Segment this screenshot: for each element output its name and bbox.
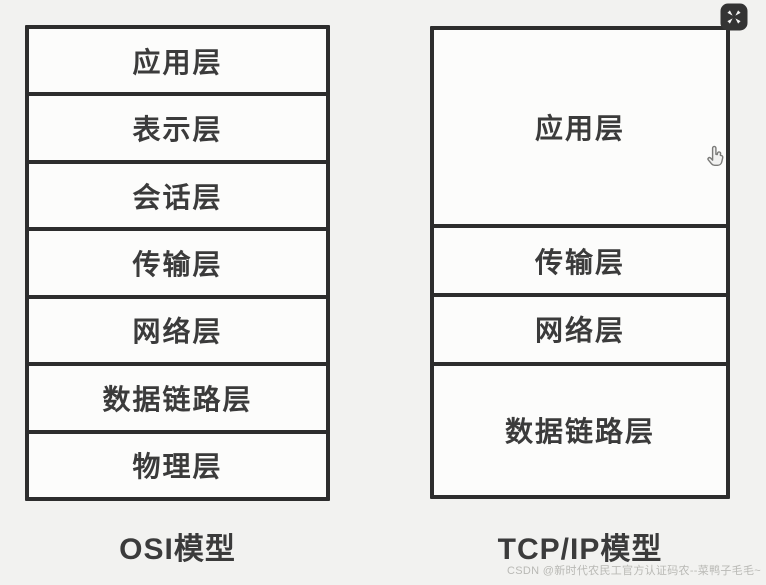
tcpip-layer-datalink: 数据链路层 — [434, 365, 726, 495]
osi-layer-presentation: 表示层 — [29, 96, 326, 164]
collapse-close-icon — [720, 3, 748, 34]
tcpip-layer-network: 网络层 — [434, 296, 726, 366]
osi-model-stack: 应用层 表示层 会话层 传输层 网络层 数据链路层 物理层 — [25, 25, 330, 501]
tcpip-model-caption: TCP/IP模型 — [497, 533, 663, 566]
collapse-close-button[interactable] — [720, 3, 748, 31]
osi-layer-transport: 传输层 — [29, 231, 326, 299]
osi-layer-application: 应用层 — [29, 29, 326, 97]
osi-layer-session: 会话层 — [29, 163, 326, 232]
osi-layer-physical: 物理层 — [29, 433, 326, 497]
osi-layer-datalink: 数据链路层 — [29, 366, 326, 434]
osi-model-caption: OSI模型 — [119, 533, 236, 566]
tcpip-layer-transport: 传输层 — [434, 228, 726, 297]
tcpip-layer-application: 应用层 — [434, 30, 726, 229]
osi-layer-network: 网络层 — [29, 298, 326, 367]
tcpip-model-stack: 应用层 传输层 网络层 数据链路层 — [430, 26, 730, 499]
csdn-watermark: CSDN @新时代农民工官方认证码农--菜鸭子毛毛~ — [507, 565, 761, 577]
